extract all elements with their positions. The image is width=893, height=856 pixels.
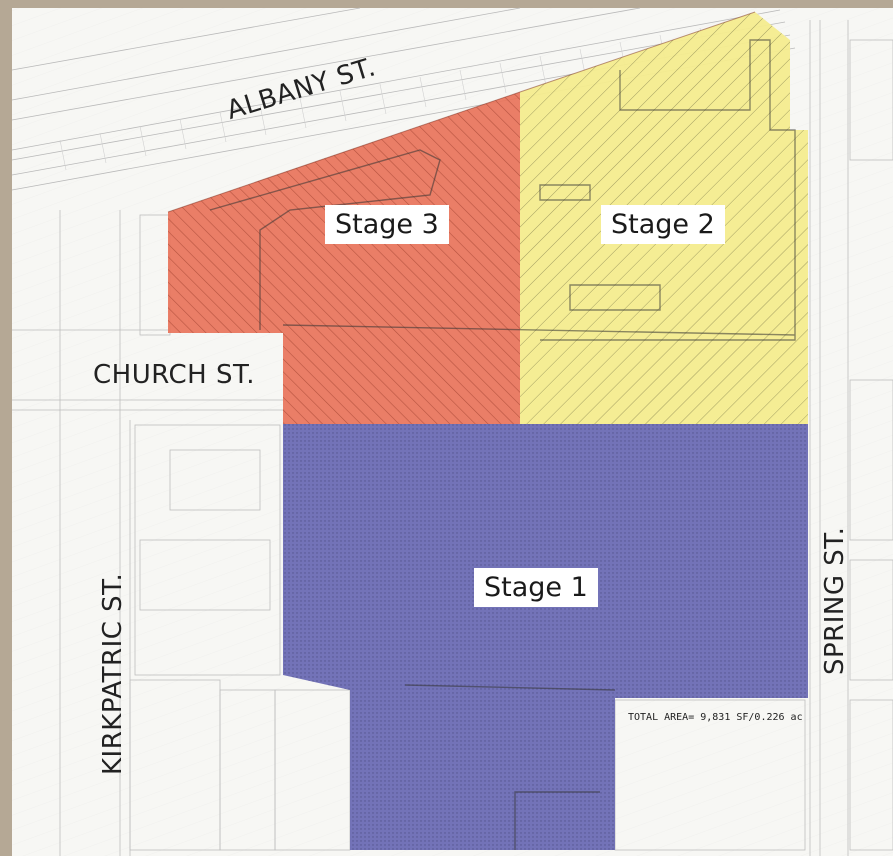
total-area-note: TOTAL AREA= 9,831 SF/0.226 ac bbox=[628, 712, 803, 723]
stage-3-label: Stage 3 bbox=[325, 205, 449, 244]
stage-2-label: Stage 2 bbox=[601, 205, 725, 244]
spring-street-label: SPRING ST. bbox=[820, 526, 850, 675]
stage-3-area bbox=[168, 92, 520, 424]
fence-line bbox=[167, 11, 756, 213]
church-street-label: CHURCH ST. bbox=[93, 360, 256, 390]
kirkpatric-street-label: KIRKPATRIC ST. bbox=[98, 572, 128, 775]
stage-1-area bbox=[283, 424, 808, 850]
stage-1-label: Stage 1 bbox=[474, 568, 598, 607]
building-outlines bbox=[209, 39, 796, 850]
